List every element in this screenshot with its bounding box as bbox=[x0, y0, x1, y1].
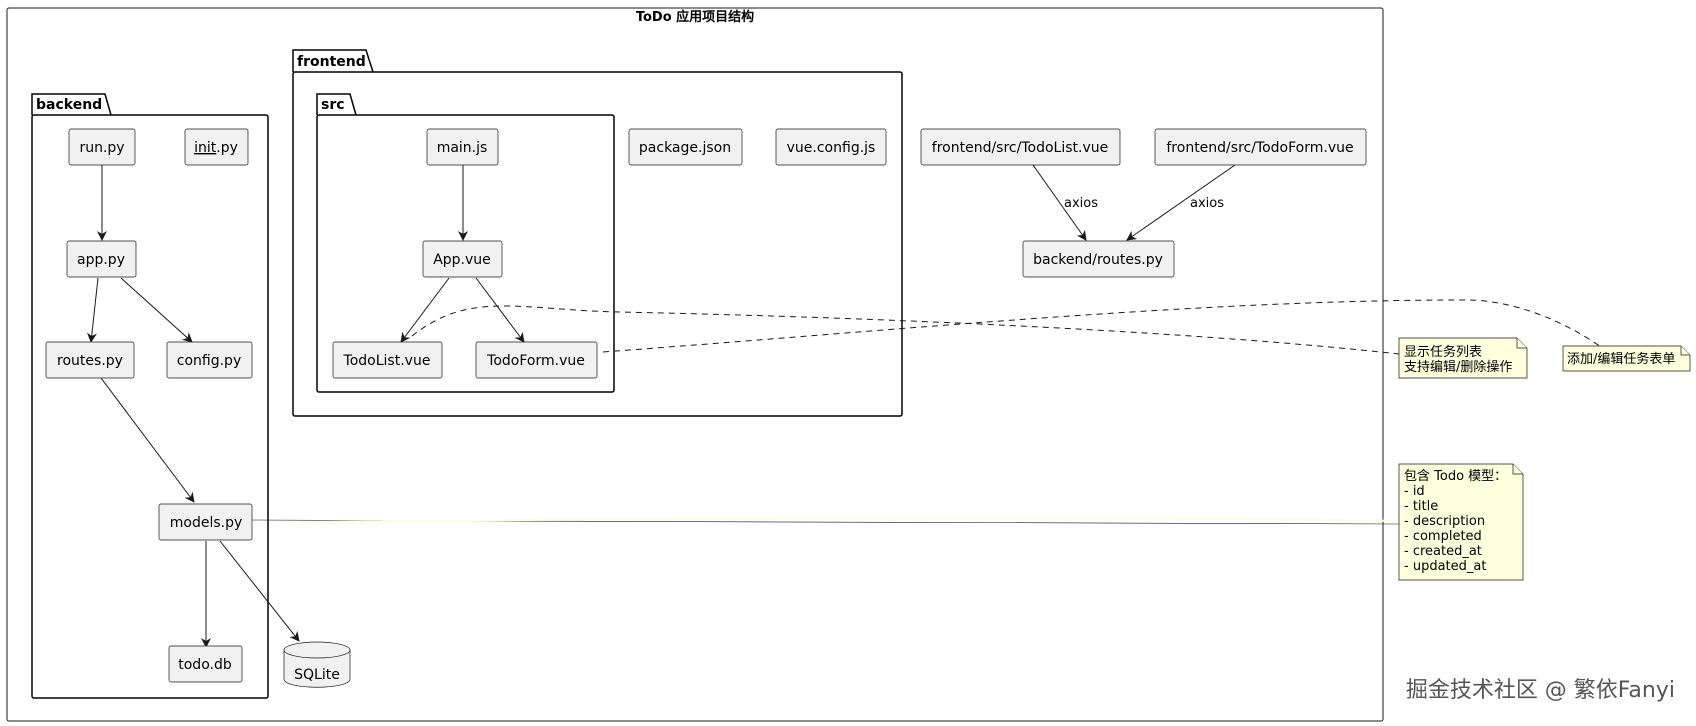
svg-text:init.py: init.py bbox=[194, 140, 238, 156]
node-ext-todolist[interactable]: frontend/src/TodoList.vue bbox=[920, 128, 1121, 166]
node-run-py[interactable]: run.py bbox=[68, 128, 136, 166]
node-app-py-label: app.py bbox=[77, 252, 125, 268]
node-config-py-label: config.py bbox=[177, 353, 241, 369]
package-backend: backend bbox=[31, 93, 269, 699]
edge-ext-todoform-routes bbox=[1126, 164, 1236, 241]
node-main-js-label: main.js bbox=[437, 140, 488, 156]
node-sqlite-label: SQLite bbox=[294, 667, 340, 683]
package-frontend: frontend bbox=[292, 49, 903, 417]
edge-app-routes bbox=[87, 277, 99, 343]
diagram-title: ToDo 应用项目结构 bbox=[636, 9, 754, 25]
note-model-line-6: - created_at bbox=[1404, 544, 1482, 559]
node-sqlite[interactable]: SQLite bbox=[283, 641, 351, 688]
note-model-line-2: - id bbox=[1404, 484, 1425, 499]
note-todoform-line-1: 添加/编辑任务表单 bbox=[1567, 351, 1675, 367]
node-main-js[interactable]: main.js bbox=[426, 128, 499, 166]
node-models-py-label: models.py bbox=[170, 515, 243, 531]
node-package-json[interactable]: package.json bbox=[628, 128, 743, 166]
node-routes-py-label: routes.py bbox=[57, 353, 123, 369]
node-vue-config-js-label: vue.config.js bbox=[787, 140, 876, 156]
edge-app-todolist bbox=[400, 277, 450, 343]
note-model-line-5: - completed bbox=[1404, 529, 1482, 544]
note-todoform: 添加/编辑任务表单 bbox=[1562, 345, 1691, 372]
note-model-line-3: - title bbox=[1404, 499, 1438, 514]
edge-label-axios-2: axios bbox=[1190, 196, 1224, 211]
note-todolist-line-1: 显示任务列表 bbox=[1404, 344, 1482, 360]
edge-models-sqlite bbox=[219, 540, 300, 642]
node-todo-db[interactable]: todo.db bbox=[168, 645, 243, 683]
note-model-line-4: - description bbox=[1404, 514, 1485, 529]
node-ext-todoform-label: frontend/src/TodoForm.vue bbox=[1166, 140, 1353, 156]
node-app-vue[interactable]: App.vue bbox=[422, 240, 503, 278]
edge-ext-todolist-routes bbox=[1032, 164, 1087, 241]
watermark: 掘金技术社区 @ 繁依Fanyi bbox=[1406, 678, 1675, 703]
package-src-label: src bbox=[321, 97, 345, 113]
note-todolist-line-2: 支持编辑/删除操作 bbox=[1404, 359, 1512, 375]
node-todolist-vue-label: TodoList.vue bbox=[343, 353, 431, 369]
package-backend-label: backend bbox=[36, 97, 102, 113]
node-ext-routes-label: backend/routes.py bbox=[1033, 252, 1163, 268]
node-run-py-label: run.py bbox=[79, 140, 124, 156]
note-model: 包含 Todo 模型： - id - title - description -… bbox=[1398, 463, 1524, 581]
node-todolist-vue[interactable]: TodoList.vue bbox=[332, 341, 443, 379]
edge-label-axios-1: axios bbox=[1064, 196, 1098, 211]
edge-routes-models bbox=[100, 377, 195, 503]
node-ext-todolist-label: frontend/src/TodoList.vue bbox=[932, 140, 1108, 156]
node-app-py[interactable]: app.py bbox=[66, 240, 137, 278]
node-ext-todoform[interactable]: frontend/src/TodoForm.vue bbox=[1154, 128, 1367, 166]
node-vue-config-js[interactable]: vue.config.js bbox=[775, 128, 887, 166]
note-connector-list bbox=[411, 305, 1400, 355]
note-model-line-1: 包含 Todo 模型： bbox=[1404, 468, 1507, 484]
node-todoform-vue[interactable]: TodoForm.vue bbox=[475, 341, 598, 379]
node-models-py[interactable]: models.py bbox=[158, 503, 253, 541]
node-package-json-label: package.json bbox=[639, 140, 731, 156]
note-connector-model-fill bbox=[289, 517, 1400, 523]
package-frontend-label: frontend bbox=[297, 54, 366, 70]
node-config-py[interactable]: config.py bbox=[166, 341, 253, 379]
node-init-py[interactable]: init.py bbox=[184, 128, 249, 166]
package-src: src bbox=[316, 93, 615, 393]
node-init-py-label-underlined: init bbox=[194, 140, 217, 156]
node-ext-routes[interactable]: backend/routes.py bbox=[1022, 240, 1175, 278]
edge-app-config bbox=[120, 277, 193, 343]
note-connector-form bbox=[602, 299, 1610, 354]
note-model-line-7: - updated_at bbox=[1404, 559, 1486, 574]
node-todoform-vue-label: TodoForm.vue bbox=[486, 353, 585, 369]
edges: axios axios bbox=[87, 164, 1236, 648]
outer-frame: ToDo 应用项目结构 bbox=[6, 7, 1384, 722]
node-todo-db-label: todo.db bbox=[178, 657, 232, 673]
note-todolist: 显示任务列表 支持编辑/删除操作 bbox=[1398, 337, 1528, 379]
node-routes-py[interactable]: routes.py bbox=[45, 341, 135, 379]
node-app-vue-label: App.vue bbox=[433, 252, 491, 268]
edge-app-todoform bbox=[475, 277, 525, 343]
node-init-py-label-ext: .py bbox=[216, 140, 238, 156]
